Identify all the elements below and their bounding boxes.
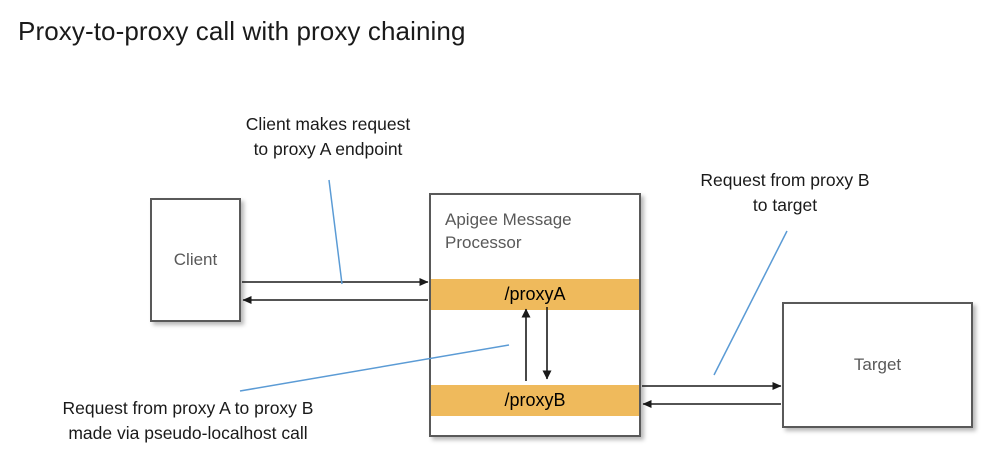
node-message-processor-label: Apigee Message Processor	[445, 210, 572, 252]
node-client-label: Client	[173, 250, 218, 269]
node-target-label: Target	[853, 355, 902, 374]
proxy-bar-proxyb: /proxyB	[431, 385, 639, 416]
page-title: Proxy-to-proxy call with proxy chaining	[18, 16, 466, 46]
annotation-chain-request: Request from proxy A to proxy B made via…	[62, 398, 314, 444]
leader-line-target-request	[713, 230, 788, 376]
node-target: Target	[782, 302, 973, 428]
leader-line-client-request	[328, 179, 343, 285]
annotation-target-request: Request from proxy B to target	[700, 170, 870, 216]
proxy-bar-proxya: /proxyA	[431, 279, 639, 310]
node-client: Client	[150, 198, 241, 322]
annotation-client-request: Client makes request to proxy A endpoint	[245, 114, 411, 160]
node-message-processor: Apigee Message Processor /proxyA /proxyB	[429, 193, 641, 437]
